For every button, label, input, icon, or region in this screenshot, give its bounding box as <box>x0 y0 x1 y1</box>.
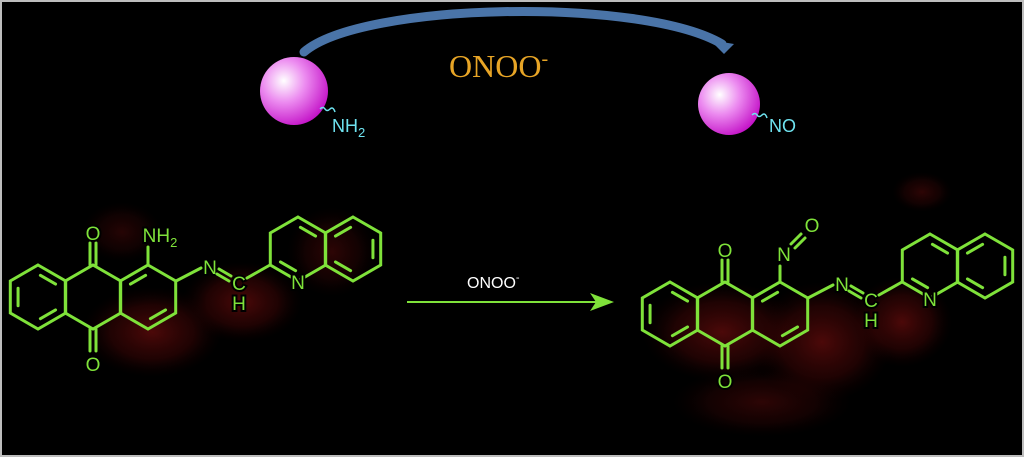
imine-nitrogen: N <box>203 258 217 279</box>
double-bond <box>760 290 780 303</box>
top-reagent-label: ONOO- <box>449 48 548 84</box>
curved-arrow-head <box>710 40 734 54</box>
amine-group-label: NH2 <box>332 116 365 140</box>
double-bond <box>780 325 800 338</box>
product-molecule: O O N O N C H N <box>640 214 1015 395</box>
double-bond <box>298 225 318 238</box>
imine-nitrogen: N <box>835 275 849 296</box>
double-bond <box>38 308 58 321</box>
double-bond <box>128 273 148 286</box>
curved-arrow <box>299 6 727 57</box>
carbonyl-oxygen-bottom: O <box>718 372 733 393</box>
double-bond <box>38 273 58 286</box>
imine-hydrogen: H <box>864 311 878 332</box>
ring <box>323 215 383 283</box>
arrow-reagent-label: ONOO- <box>467 272 520 292</box>
nitroso-group-label: NO <box>769 116 796 136</box>
carbonyl-oxygen-bottom: O <box>86 355 101 376</box>
carbonyl-oxygen-top: O <box>718 241 733 262</box>
wavy-linker-icon <box>319 106 336 113</box>
sphere-amine <box>260 57 328 125</box>
double-bond <box>333 260 353 273</box>
nitroso-oxygen: O <box>805 216 820 237</box>
cell-background <box>82 172 952 437</box>
double-bond <box>670 290 690 303</box>
ring-skeleton <box>8 215 383 331</box>
double-bond <box>148 308 168 321</box>
quinoline-nitrogen: N <box>291 273 305 294</box>
ring <box>955 232 1015 300</box>
imine-hydrogen: H <box>232 294 246 315</box>
imine-carbon: C <box>864 291 878 312</box>
carbonyl-oxygen-top: O <box>86 224 101 245</box>
double-bond <box>670 325 690 338</box>
double-bond <box>333 225 353 238</box>
nitroso-nitrogen: N <box>777 245 791 266</box>
double-bond <box>910 277 930 290</box>
double-bond <box>278 260 298 273</box>
double-bond <box>965 242 985 255</box>
reactant-molecule: O O NH2 N C H N <box>8 215 383 378</box>
quinoline-nitrogen: N <box>923 290 937 311</box>
sphere-nitroso <box>698 73 760 135</box>
imine-carbon: C <box>232 274 246 295</box>
amine-label: NH2 <box>143 226 178 250</box>
double-bond <box>930 242 950 255</box>
reaction-arrow-head <box>590 293 614 311</box>
wavy-linker-icon <box>751 112 768 119</box>
double-bond <box>965 277 985 290</box>
